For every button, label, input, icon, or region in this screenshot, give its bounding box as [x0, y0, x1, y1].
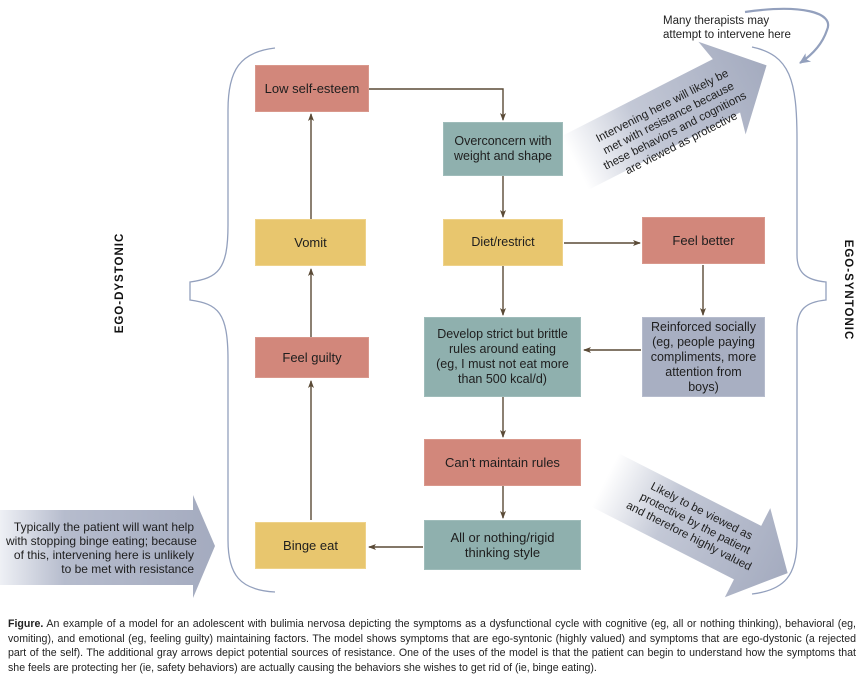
node-cant-maintain-rules: Can’t maintain rules — [424, 439, 581, 486]
node-label: Develop strict but brittle — [437, 327, 568, 341]
node-label: Binge eat — [283, 538, 338, 553]
node-label: attention from boys) — [665, 364, 742, 394]
therapists-note: Many therapists may attempt to intervene… — [663, 14, 791, 42]
arrow-text-line: of this, intervening here is unlikely — [13, 548, 194, 562]
node-label: Reinforced socially — [651, 319, 756, 334]
node-label: Low self-esteem — [264, 81, 360, 96]
node-low-self-esteem: Low self-esteem — [255, 65, 369, 112]
node-label: Feel guilty — [282, 350, 342, 365]
caption-text: An example of a model for an adolescent … — [8, 618, 856, 674]
node-label: Can’t maintain rules — [445, 455, 560, 470]
figure-caption: Figure. An example of a model for an ado… — [8, 617, 856, 675]
ego-dystonic-label: EGO-DYSTONIC — [114, 232, 126, 334]
node-vomit: Vomit — [255, 219, 366, 266]
node-label: Vomit — [294, 235, 327, 250]
note-line: Many therapists may — [663, 15, 770, 27]
node-label: Overconcern with — [454, 134, 552, 148]
node-label: (eg, I must not eat more — [436, 357, 569, 371]
node-reinforced-socially: Reinforced socially (eg, people paying c… — [642, 317, 765, 397]
node-feel-better: Feel better — [642, 217, 765, 264]
arrow-text-line: to be met with resistance — [61, 562, 194, 576]
therapists-curved-arrow — [744, 7, 830, 64]
arrow-text-line: with stopping binge eating; because — [6, 534, 197, 548]
node-diet-restrict: Diet/restrict — [443, 219, 563, 266]
node-label: compliments, more — [650, 349, 757, 364]
diagram-graphics — [0, 7, 830, 598]
upper-resistance-arrow — [561, 41, 767, 190]
node-label: Feel better — [672, 233, 735, 248]
caption-label: Figure. — [8, 618, 44, 630]
left-arrow-text: Typically the patient will want help wit… — [6, 520, 197, 576]
left-resistance-arrow — [0, 495, 215, 598]
ego-dystonic-brace — [189, 47, 276, 593]
node-label: rules around eating — [448, 342, 556, 356]
node-label: than 500 kcal/d) — [458, 372, 547, 386]
ego-syntonic-brace — [751, 46, 827, 595]
node-label: All or nothing/rigid — [450, 530, 555, 545]
lower-resistance-arrow — [591, 453, 788, 598]
connector-lowesteem-overconcern — [368, 88, 506, 121]
node-develop-rules: Develop strict but brittle rules around … — [424, 317, 581, 397]
note-line: attempt to intervene here — [663, 29, 791, 41]
node-binge-eat: Binge eat — [255, 522, 366, 569]
ego-syntonic-label: EGO-SYNTONIC — [842, 239, 854, 341]
node-label: Diet/restrict — [471, 235, 535, 249]
node-feel-guilty: Feel guilty — [255, 337, 369, 378]
node-label: thinking style — [464, 545, 541, 560]
node-label: (eg, people paying — [652, 334, 755, 349]
arrow-text-line: Typically the patient will want help — [13, 520, 194, 534]
node-label: weight and shape — [454, 149, 552, 163]
